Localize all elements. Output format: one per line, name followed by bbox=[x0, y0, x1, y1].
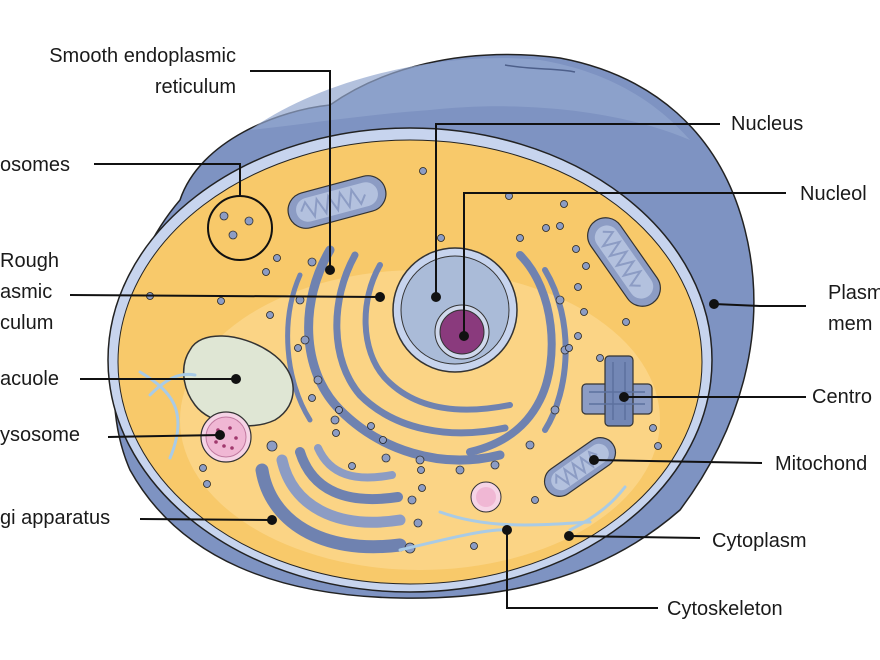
ribosome-dots bbox=[219, 211, 254, 240]
label-golgi: gi apparatus bbox=[0, 507, 111, 529]
leader-ribosomes bbox=[94, 163, 241, 196]
leader-cytoplasm bbox=[568, 535, 701, 539]
label-plasma-line2: mem bbox=[828, 313, 873, 335]
rough-er-ribosome-dots bbox=[295, 257, 570, 475]
small-vesicle-inner bbox=[476, 487, 496, 507]
label-centrosome: Centro bbox=[812, 386, 873, 408]
leader-lysosome bbox=[107, 434, 221, 438]
label-nucleus: Nucleus bbox=[731, 113, 804, 135]
label-mitochondria: Mitochond bbox=[775, 453, 868, 475]
label-ribosomes: osomes bbox=[0, 154, 71, 176]
leader-endpoints bbox=[215, 265, 719, 541]
leader-lines bbox=[69, 70, 806, 609]
label-smooth-er-line2: reticulum bbox=[154, 76, 236, 98]
leader-rough-er bbox=[69, 294, 381, 298]
lysosome-inner bbox=[205, 416, 247, 458]
leader-golgi bbox=[139, 518, 273, 521]
mitochondrion-top bbox=[287, 175, 387, 229]
label-cytoskeleton: Cytoskeleton bbox=[667, 598, 783, 620]
label-lysosome: ysosome bbox=[0, 424, 81, 446]
label-plasma-line1: Plasm bbox=[828, 282, 880, 304]
leader-cytoskeleton bbox=[506, 530, 658, 609]
label-nucleolus: Nucleol bbox=[800, 183, 867, 205]
label-cytoplasm: Cytoplasm bbox=[712, 530, 807, 552]
membrane-crease bbox=[504, 64, 576, 73]
leader-smooth-er bbox=[250, 70, 331, 270]
golgi-shape bbox=[255, 444, 407, 554]
centrosome-shape bbox=[581, 355, 653, 427]
label-rough-er-line1: Rough bbox=[0, 250, 59, 272]
free-ribosomes bbox=[146, 167, 662, 550]
label-smooth-er-line1: Smooth endoplasmic bbox=[49, 45, 236, 67]
ribosome-vesicle bbox=[207, 195, 273, 261]
label-rough-er-line3: culum bbox=[0, 312, 54, 334]
lysosome-dots bbox=[214, 426, 238, 450]
label-rough-er-line2: asmic bbox=[0, 281, 53, 303]
cell-outer-membrane-highlight bbox=[250, 58, 690, 140]
leader-nucleus bbox=[435, 123, 720, 297]
leader-nucleolus bbox=[463, 192, 786, 334]
mitochondrion-right bbox=[587, 217, 661, 307]
leader-mitochondria bbox=[593, 459, 763, 464]
label-vacuole: acuole bbox=[0, 368, 59, 390]
leader-plasma-membrane bbox=[713, 303, 806, 307]
